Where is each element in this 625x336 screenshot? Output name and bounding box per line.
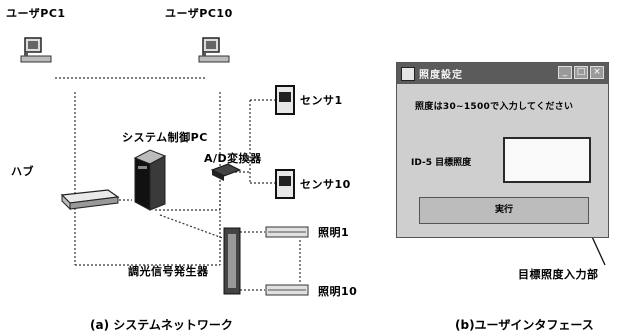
connection-lines	[55, 77, 301, 291]
hub-icon	[60, 189, 120, 211]
label-sensor10: センサ10	[300, 178, 351, 191]
execute-button[interactable]: 実行	[419, 197, 589, 224]
light10-icon	[265, 284, 309, 296]
target-illuminance-input[interactable]	[503, 137, 591, 183]
maximize-button[interactable]: □	[574, 66, 588, 79]
label-system-pc: システム制御PC	[122, 131, 208, 144]
label-light10: 照明10	[318, 285, 358, 298]
label-sensor1: センサ1	[300, 94, 343, 107]
close-button[interactable]: ×	[590, 66, 604, 79]
illuminance-setting-window: 照度設定 _ □ × 照度は30~1500で入力してください ID-5 目標照度…	[396, 62, 609, 238]
label-dimmer: 調光信号発生器	[128, 265, 209, 278]
label-target-input: 目標照度入力部	[518, 268, 599, 281]
user-pc10-icon	[198, 37, 230, 63]
line-pc-dimmer	[159, 214, 229, 241]
label-light1: 照明1	[318, 226, 350, 239]
label-ad-converter: A/D変換器	[204, 152, 262, 165]
user-pc1-icon	[20, 37, 52, 63]
instruction-text: 照度は30~1500で入力してください	[415, 102, 574, 112]
caption-b: (b)ユーザインタフェース	[455, 318, 594, 332]
system-pc-tower-icon	[133, 149, 167, 211]
label-user-pc10: ユーザPC10	[165, 7, 233, 20]
window-title: 照度設定	[419, 70, 463, 81]
label-hub: ハブ	[11, 165, 34, 178]
sensor10-icon	[275, 169, 295, 199]
minimize-button[interactable]: _	[558, 66, 572, 79]
ad-converter-icon	[210, 163, 242, 181]
sensor1-icon	[275, 85, 295, 115]
window-titlebar: 照度設定 _ □ ×	[397, 63, 608, 84]
caption-a: (a) システムネットワーク	[90, 318, 233, 332]
light1-icon	[265, 226, 309, 238]
label-user-pc1: ユーザPC1	[6, 7, 66, 20]
target-illuminance-label: ID-5 目標照度	[411, 158, 472, 168]
dimmer-generator-icon	[223, 227, 241, 295]
app-icon	[401, 67, 415, 81]
